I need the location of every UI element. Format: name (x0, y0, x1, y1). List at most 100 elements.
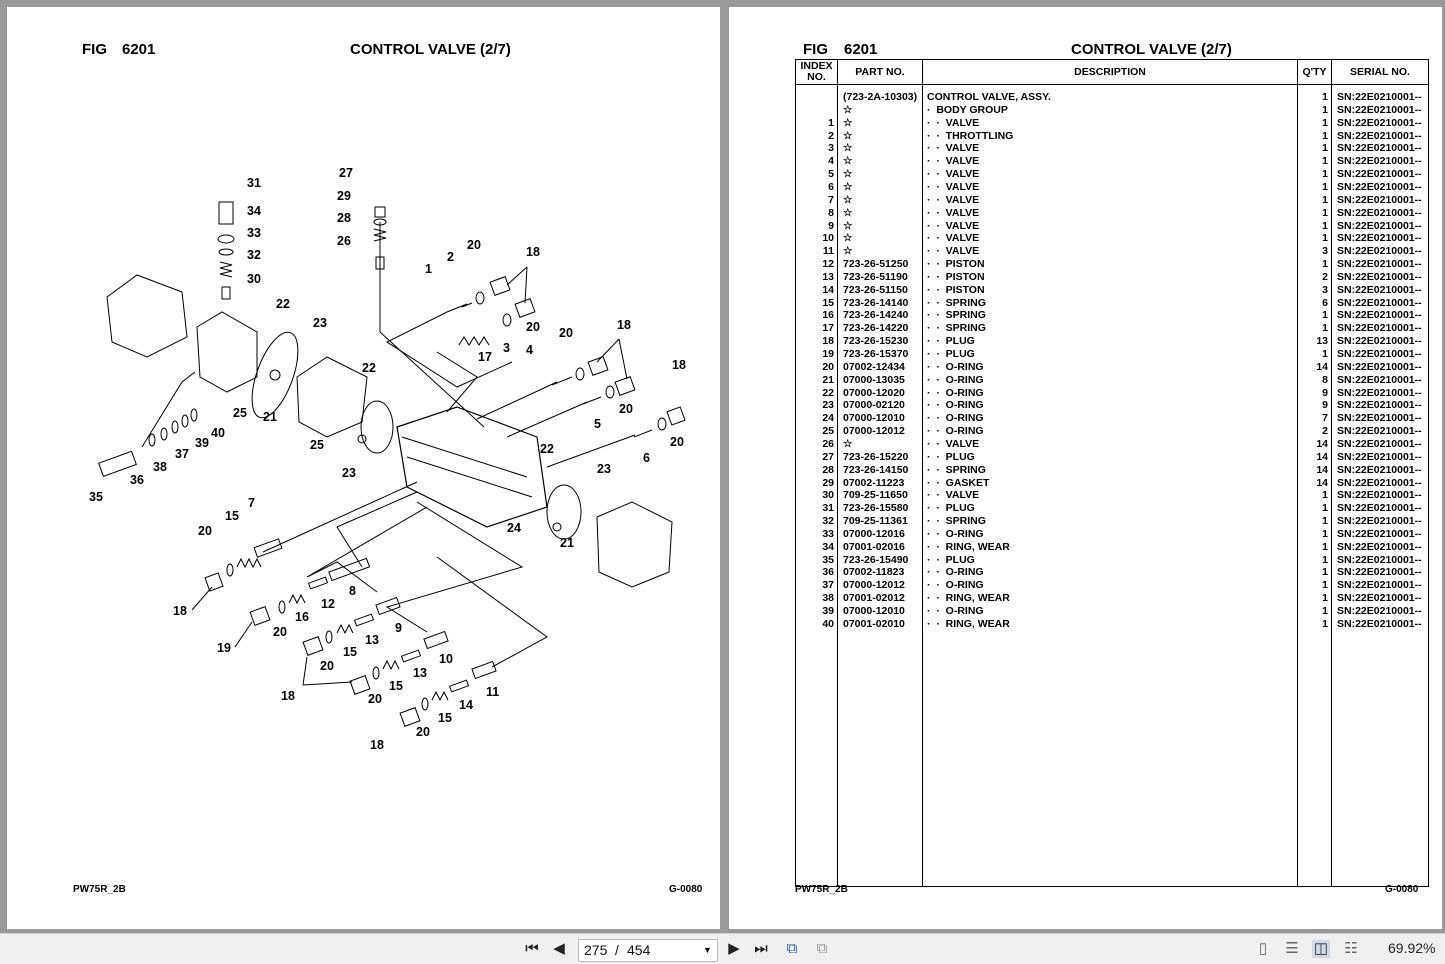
part-no-cell: (723-2A-10303) (843, 91, 918, 103)
leader-line (141, 371, 196, 448)
part-no-cell: 07001-02012 (843, 592, 905, 605)
index-cell: 26 (822, 437, 834, 450)
description-cell: · · O-RING (927, 425, 984, 438)
serial-cell: SN:22E0210001-- (1337, 579, 1422, 592)
callout-15c: 15 (389, 679, 403, 693)
description-cell: · · SPRING (927, 463, 986, 476)
prev-page-icon[interactable]: ◀ (553, 940, 565, 957)
page-number-input[interactable]: 275 / 454 ▼ (578, 939, 718, 962)
qty-cell: 1 (1322, 103, 1328, 116)
next-view-icon[interactable]: ⧉ (816, 940, 828, 957)
chevron-down-icon[interactable]: ▼ (703, 945, 712, 955)
description-cell: CONTROL VALVE, ASSY. (927, 91, 1051, 103)
index-cell: 30 (822, 489, 834, 502)
serial-cell: SN:22E0210001-- (1337, 91, 1422, 103)
qty-cell: 1 (1322, 553, 1328, 566)
qty-cell: 14 (1316, 450, 1328, 463)
index-cell: 9 (828, 219, 834, 232)
callout-22b: 22 (362, 361, 376, 375)
valve-body-block (396, 406, 548, 528)
description-cell: · · VALVE (927, 437, 980, 450)
parts-table: INDEX NO. PART NO. DESCRIPTION Q'TY SERI… (795, 59, 1429, 887)
index-cell: 5 (828, 168, 834, 181)
qty-cell: 13 (1316, 335, 1328, 348)
qty-cell: 1 (1322, 605, 1328, 617)
end-cover-left (106, 274, 188, 358)
serial-cell: SN:22E0210001-- (1337, 540, 1422, 553)
qty-cell: 1 (1322, 206, 1328, 219)
description-cell: · · PISTON (927, 283, 985, 296)
index-cell: 25 (822, 425, 834, 438)
serial-cell: SN:22E0210001-- (1337, 592, 1422, 605)
qty-cell: 1 (1322, 129, 1328, 142)
callout-4: 4 (526, 343, 533, 357)
index-cell: 28 (822, 463, 834, 476)
serial-cell: SN:22E0210001-- (1337, 258, 1422, 271)
index-cell: 31 (822, 502, 834, 515)
exploded-view-diagram: 31 34 33 32 30 27 29 28 26 1 2 20 18 20 … (89, 166, 686, 752)
callout-3: 3 (503, 341, 510, 355)
serial-cell: SN:22E0210001-- (1337, 425, 1422, 438)
description-cell: · · O-RING (927, 360, 984, 373)
serial-cell: SN:22E0210001-- (1337, 489, 1422, 502)
callout-19: 19 (217, 641, 231, 655)
next-page-icon[interactable]: ▶ (728, 940, 740, 957)
description-cell: · · PLUG (927, 553, 975, 566)
description-cell: · · O-RING (927, 527, 984, 540)
callout-18e: 18 (281, 689, 295, 703)
zoom-level[interactable]: 69.92% (1388, 940, 1436, 956)
callout-36: 36 (130, 473, 144, 487)
callout-20i: 20 (368, 692, 382, 706)
qty-cell: 1 (1322, 502, 1328, 515)
serial-cell: SN:22E0210001-- (1337, 270, 1422, 283)
qty-cell: 1 (1322, 592, 1328, 605)
parts-list-page: FIG 6201 CONTROL VALVE (2/7) INDEX NO. P… (729, 7, 1442, 929)
last-page-icon[interactable]: ⏭ (754, 940, 768, 957)
serial-cell: SN:22E0210001-- (1337, 437, 1422, 450)
footer-model: PW75R_2B (73, 884, 126, 895)
part-no-cell: 07002-12434 (843, 360, 905, 373)
description-cell: · · SPRING (927, 296, 986, 309)
single-page-view-icon[interactable]: ▯ (1258, 940, 1268, 957)
previous-view-icon[interactable]: ⧉ (786, 940, 798, 957)
part-no-cell: 07002-11823 (843, 566, 905, 579)
description-cell: · BODY GROUP (927, 103, 1008, 116)
two-page-view-icon[interactable]: ◫ (1312, 940, 1330, 958)
qty-cell: 14 (1316, 476, 1328, 489)
serial-cell: SN:22E0210001-- (1337, 168, 1422, 181)
leader-line (385, 501, 524, 633)
leader-line (262, 481, 418, 553)
callout-30: 30 (247, 272, 261, 286)
index-cell: 7 (828, 193, 834, 206)
callout-14: 14 (459, 698, 473, 712)
diagram-page: FIG 6201 CONTROL VALVE (2/7) (7, 7, 720, 929)
two-page-continuous-icon[interactable]: ☷ (1344, 940, 1358, 957)
qty-cell: 9 (1322, 399, 1328, 412)
callout-25a: 25 (233, 406, 247, 420)
index-cell: 34 (822, 540, 834, 553)
callout-24: 24 (507, 521, 521, 535)
continuous-view-icon[interactable]: ☰ (1285, 940, 1299, 957)
qty-cell: 1 (1322, 219, 1328, 232)
part-no-cell: ☆ (843, 129, 853, 142)
callout-8: 8 (349, 584, 356, 598)
callout-9: 9 (395, 621, 402, 635)
header-serial-no: SERIAL NO. (1332, 60, 1428, 85)
serial-cell: SN:22E0210001-- (1337, 360, 1422, 373)
first-page-icon[interactable]: ⏮ (525, 940, 539, 957)
part-no-cell: ☆ (843, 232, 853, 245)
description-cell: · · VALVE (927, 168, 980, 181)
pdf-toolbar: ⏮ ◀ 275 / 454 ▼ ▶ ⏭ ⧉ ⧉ ▯ ☰ ◫ ☷ 69.92% (0, 933, 1445, 964)
serial-cell: SN:22E0210001-- (1337, 373, 1422, 386)
qty-cell: 1 (1322, 258, 1328, 271)
part-no-cell: 07000-12010 (843, 605, 905, 617)
